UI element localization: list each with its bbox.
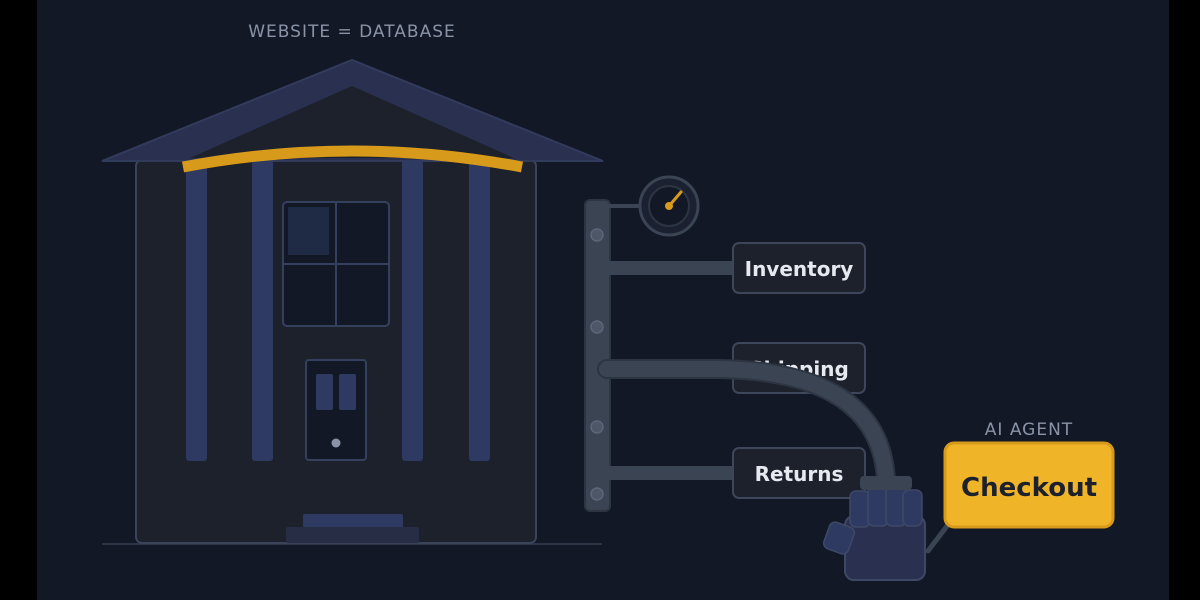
step-bottom <box>286 527 419 543</box>
gauge-icon <box>597 175 700 237</box>
label-inventory: Inventory <box>732 242 866 294</box>
building-icon <box>101 58 604 545</box>
column <box>402 160 423 461</box>
manifold <box>584 199 611 512</box>
step-top <box>303 514 403 529</box>
robot-hand-icon <box>822 476 926 581</box>
pipe-shipping <box>599 361 894 488</box>
label-inventory-text: Inventory <box>745 257 854 281</box>
right-margin <box>1169 0 1200 600</box>
checkout-button-label: Checkout <box>961 473 1097 503</box>
label-returns: Returns <box>732 447 866 499</box>
column <box>252 160 273 461</box>
window-icon <box>282 201 390 327</box>
left-margin <box>0 0 37 600</box>
manifold-pipe <box>584 199 611 512</box>
column <box>469 160 490 461</box>
gold-beam <box>181 145 524 173</box>
door-icon <box>305 359 367 461</box>
agent-label: AI AGENT <box>985 420 1073 440</box>
checkout-button[interactable]: Checkout <box>943 441 1115 529</box>
roof-inner <box>190 86 514 158</box>
diagram-title: WEBSITE = DATABASE <box>248 22 456 42</box>
label-returns-text: Returns <box>755 462 844 486</box>
column <box>186 160 207 461</box>
